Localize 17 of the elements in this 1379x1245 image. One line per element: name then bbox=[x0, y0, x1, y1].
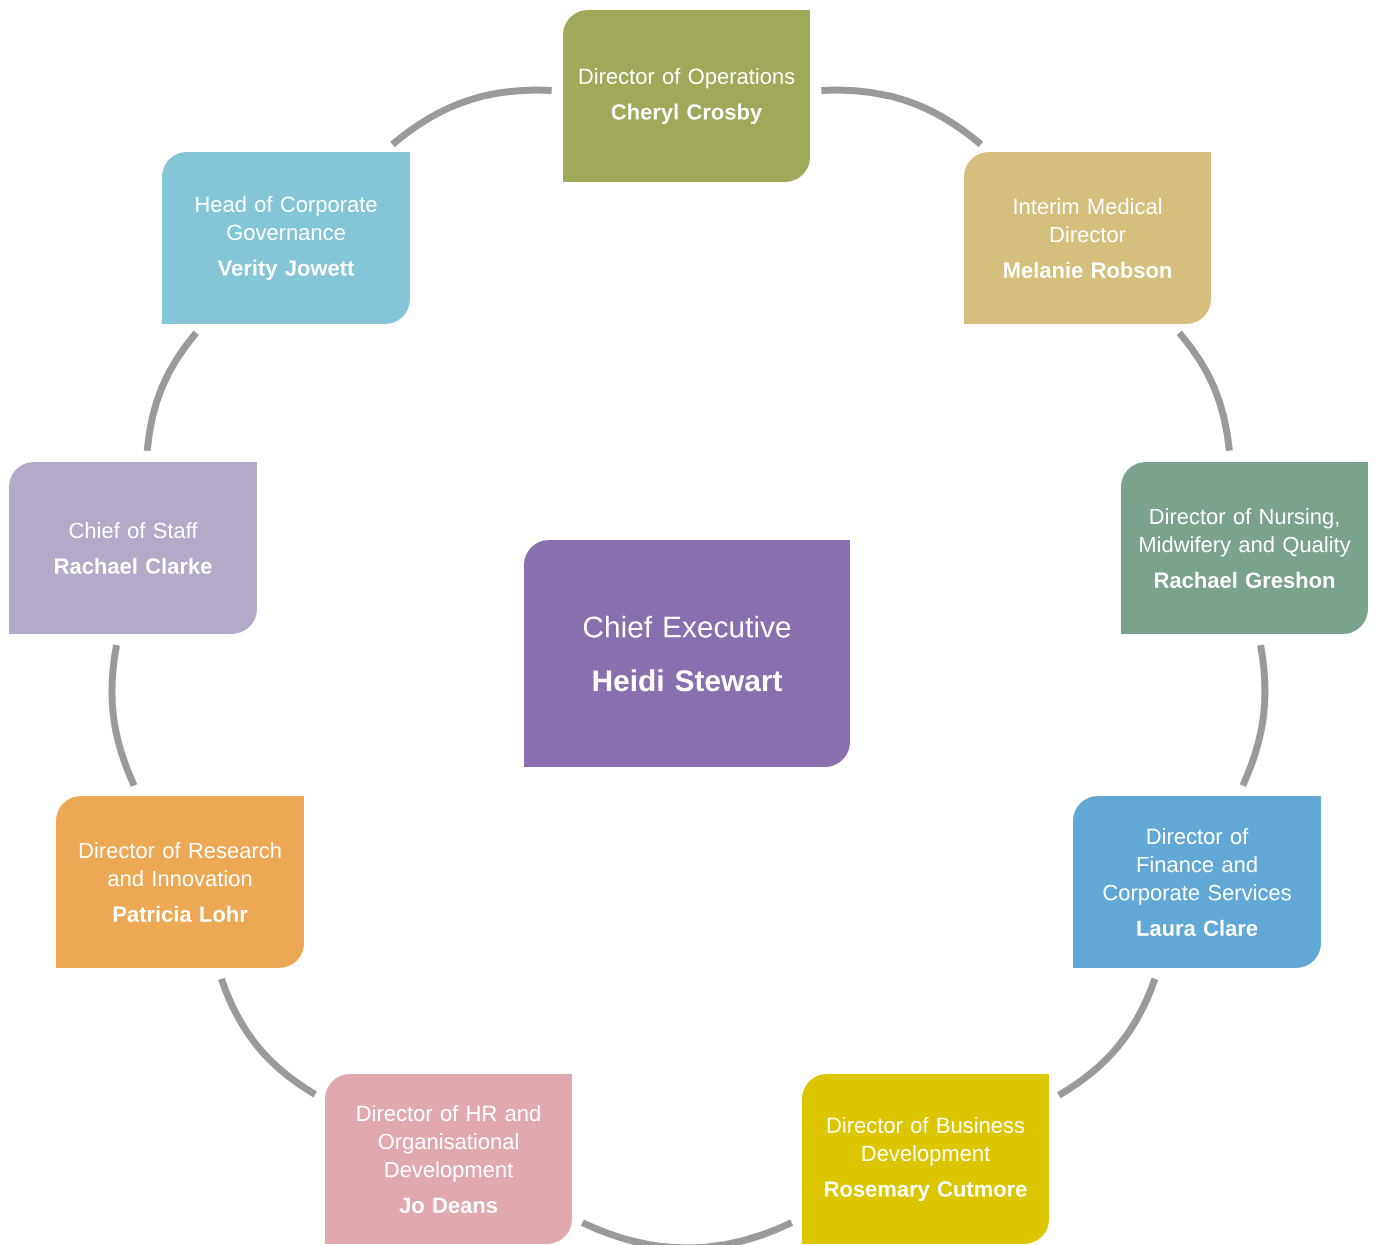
ring-connector bbox=[143, 330, 199, 452]
ring-connector bbox=[218, 977, 318, 1098]
ring-connector bbox=[1239, 644, 1269, 788]
person-box: Chief of Staff Rachael Clarke bbox=[9, 462, 257, 634]
person-box: Director of Business Development Rosemary Cutmore bbox=[802, 1074, 1049, 1244]
person-box: Director of HR and Organisational Development Jo Deans bbox=[325, 1074, 572, 1244]
person-box: Director of Nursing, Midwifery and Quality Rachael Greshon bbox=[1121, 462, 1368, 634]
person-box: Director of Research and Innovation Patricia Lohr bbox=[56, 796, 304, 968]
person-box: Interim Medical Director Melanie Robson bbox=[964, 152, 1211, 324]
person-box: Chief Executive Heidi Stewart bbox=[524, 540, 850, 767]
person-box: Director of Finance and Corporate Services Laura Clare bbox=[1073, 796, 1321, 968]
ring-connector bbox=[108, 644, 138, 788]
ring-connector bbox=[1057, 977, 1159, 1099]
person-box: Director of Operations Cheryl Crosby bbox=[563, 10, 810, 182]
person-box: Head of Corporate Governance Verity Jowett bbox=[162, 152, 410, 324]
ring-connector bbox=[1176, 330, 1233, 452]
ring-connector bbox=[580, 1219, 794, 1245]
